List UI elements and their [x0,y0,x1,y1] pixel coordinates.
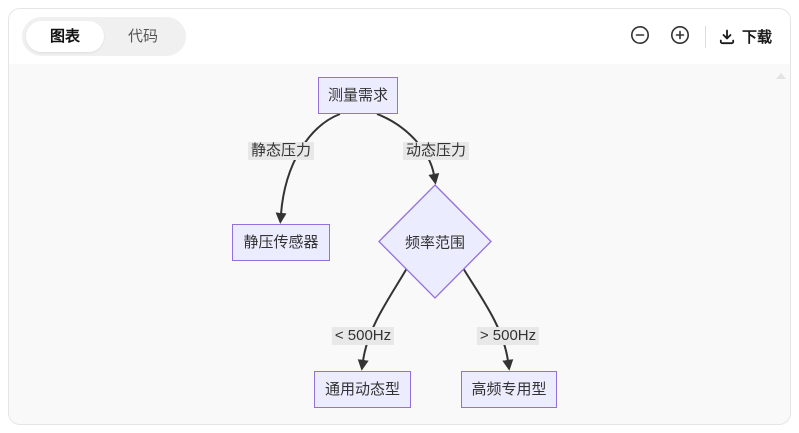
zoom-out-button[interactable] [625,22,655,52]
zoom-out-icon [629,24,651,49]
toolbar-divider [704,25,706,48]
node-static-sensor: 静压传感器 [232,224,330,261]
zoom-in-icon [669,24,691,49]
edge-root-to-static-sensor [275,113,341,224]
download-button[interactable]: 下载 [716,22,774,51]
node-root: 测量需求 [318,77,398,114]
download-icon [718,28,736,46]
toolbar-actions: 下载 [625,22,774,52]
node-freq-decision-label: 频率范围 [404,234,466,252]
download-label: 下载 [741,29,772,46]
edge-root-to-freq-decision [376,113,440,185]
edge-freq-to-general-dynamic [357,267,408,371]
decision-diamond-shape [378,184,492,299]
scrollbar-up-button[interactable] [776,73,786,79]
diagram-canvas[interactable]: 测量需求 静压传感器 频率范围 通用动态型 高频专用型 静态压力 动态压力 < … [9,64,790,424]
edge-label-static: 静态压力 [247,142,315,160]
node-high-freq: 高频专用型 [461,371,557,408]
flowchart-edges [275,113,514,371]
tab-chart[interactable]: 图表 [26,21,105,52]
diagram-viewer-card: 图表 代码 [8,8,791,425]
edge-label-below-500: < 500Hz [331,327,395,345]
zoom-in-button[interactable] [665,22,695,52]
edge-label-above-500: > 500Hz [476,327,540,345]
node-general-dynamic: 通用动态型 [314,371,411,408]
tab-group: 图表 代码 [22,17,187,56]
toolbar: 图表 代码 [9,9,790,64]
edge-label-dynamic: 动态压力 [402,142,470,160]
edge-freq-to-high-freq [462,267,514,371]
tab-code[interactable]: 代码 [104,21,182,52]
